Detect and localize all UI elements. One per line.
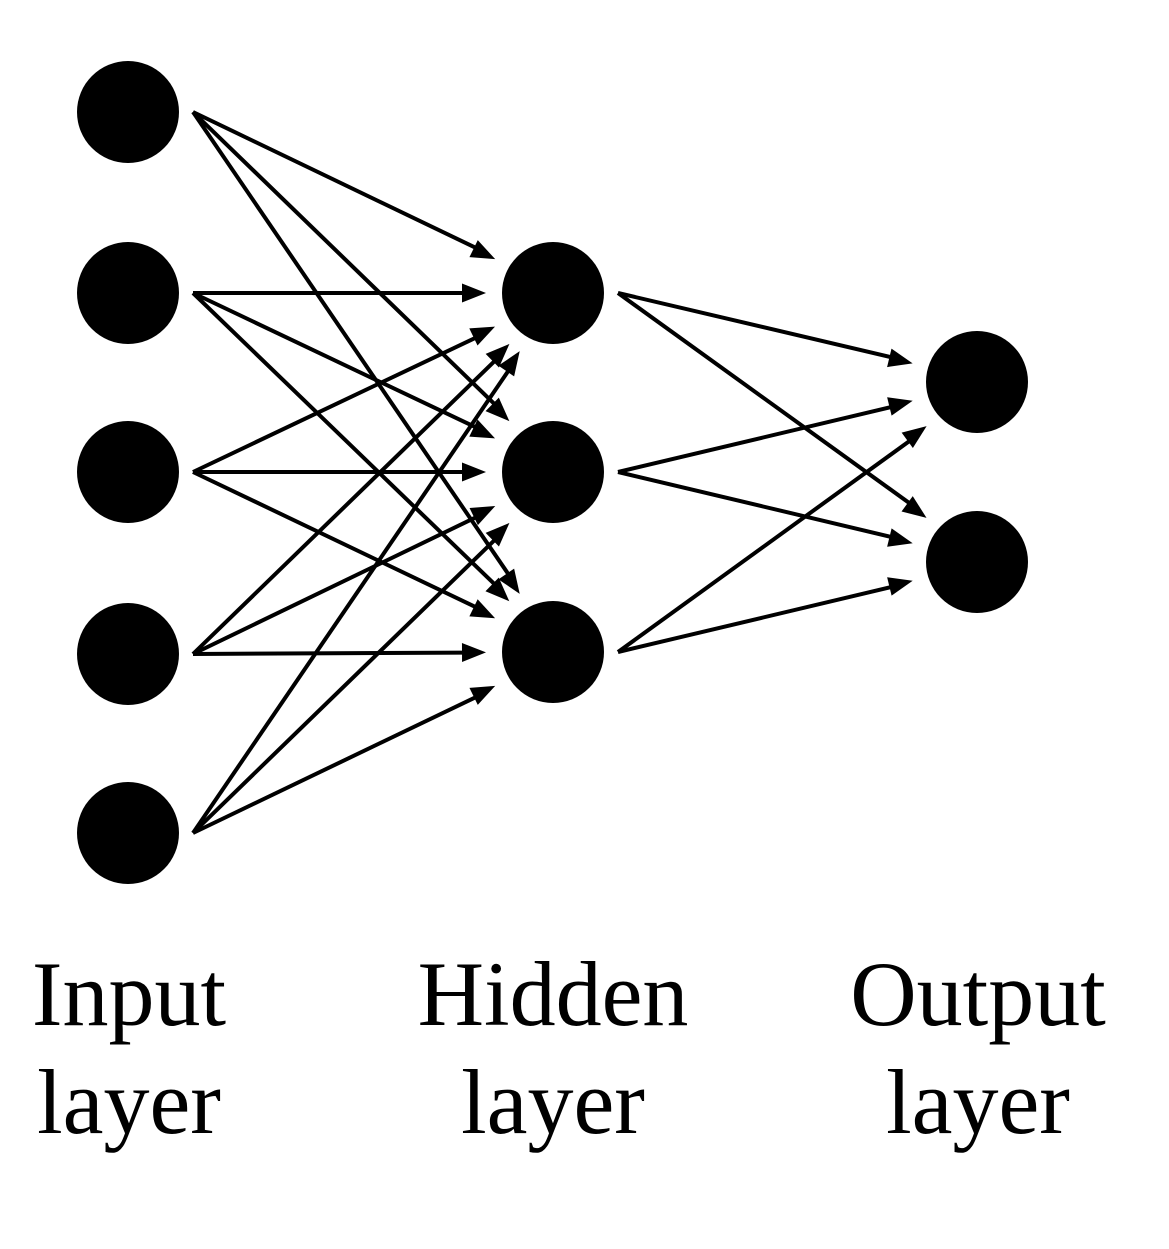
edge-input-2-to-hidden-2 (192, 291, 478, 430)
arrowhead-input-5-to-hidden-3 (469, 685, 496, 705)
arrowhead-input-5-to-hidden-1 (498, 351, 520, 377)
arrowhead-hidden-3-to-output-2 (887, 577, 913, 596)
edge-hidden-3-to-output-2 (617, 584, 893, 654)
edge-hidden-2-to-output-2 (617, 470, 893, 540)
input-neuron-4 (77, 603, 179, 705)
input-neuron-5 (77, 782, 179, 884)
arrowhead-input-2-to-hidden-3 (485, 577, 510, 602)
arrowhead-input-5-to-hidden-2 (485, 522, 510, 547)
edge-hidden-1-to-output-2 (616, 291, 912, 506)
edge-hidden-2-to-output-1 (617, 404, 893, 474)
arrowhead-hidden-1-to-output-2 (901, 496, 927, 518)
edge-hidden-1-to-output-1 (617, 291, 893, 360)
edge-hidden-3-to-output-1 (616, 438, 912, 654)
input-layer-label-line1: Input (31, 943, 227, 1045)
neurons (77, 61, 1028, 884)
arrowhead-input-3-to-hidden-3 (469, 599, 496, 619)
connections (191, 110, 927, 835)
hidden-neuron-2 (502, 421, 604, 523)
arrowhead-input-3-to-hidden-2 (462, 462, 486, 482)
arrowhead-input-1-to-hidden-2 (485, 397, 510, 422)
hidden-layer-label-line2: layer (461, 1051, 645, 1153)
edge-input-3-to-hidden-1 (192, 335, 478, 474)
arrowhead-input-2-to-hidden-2 (469, 419, 496, 439)
edge-input-3-to-hidden-3 (192, 470, 478, 610)
input-layer-label-line2: layer (37, 1051, 221, 1153)
output-neuron-2 (926, 511, 1028, 613)
arrowhead-input-3-to-hidden-1 (469, 326, 496, 346)
output-layer-label-line1: Output (850, 943, 1106, 1045)
input-neuron-1 (77, 61, 179, 163)
arrowhead-input-2-to-hidden-1 (462, 283, 486, 303)
hidden-neuron-3 (502, 601, 604, 703)
hidden-layer-label: Hidden layer (400, 940, 706, 1156)
hidden-layer-label-line1: Hidden (417, 943, 689, 1045)
input-layer-label: Input layer (0, 940, 258, 1156)
output-layer-label: Output layer (830, 940, 1126, 1156)
output-neuron-1 (926, 331, 1028, 433)
arrowhead-hidden-2-to-output-1 (887, 397, 913, 416)
arrowhead-input-4-to-hidden-2 (469, 506, 496, 526)
arrowhead-hidden-1-to-output-1 (887, 348, 913, 368)
arrowhead-input-4-to-hidden-1 (485, 343, 510, 368)
arrowhead-hidden-2-to-output-2 (887, 528, 913, 547)
edge-input-4-to-hidden-2 (192, 515, 478, 656)
edge-input-5-to-hidden-2 (191, 537, 497, 835)
output-layer-label-line2: layer (886, 1051, 1070, 1153)
edge-input-5-to-hidden-1 (191, 368, 511, 835)
input-neuron-2 (77, 242, 179, 344)
edge-input-4-to-hidden-1 (191, 358, 497, 656)
edge-input-1-to-hidden-2 (191, 110, 497, 407)
arrowhead-input-1-to-hidden-1 (469, 240, 496, 260)
edge-input-2-to-hidden-3 (191, 291, 497, 587)
arrowhead-input-4-to-hidden-3 (461, 643, 487, 663)
arrowhead-hidden-3-to-output-1 (901, 426, 927, 449)
edge-input-4-to-hidden-3 (192, 650, 465, 656)
hidden-neuron-1 (502, 242, 604, 344)
edge-input-1-to-hidden-1 (192, 110, 478, 251)
arrowhead-input-1-to-hidden-3 (498, 568, 520, 594)
edge-input-5-to-hidden-3 (192, 694, 478, 835)
input-neuron-3 (77, 421, 179, 523)
edge-input-1-to-hidden-3 (191, 110, 511, 577)
